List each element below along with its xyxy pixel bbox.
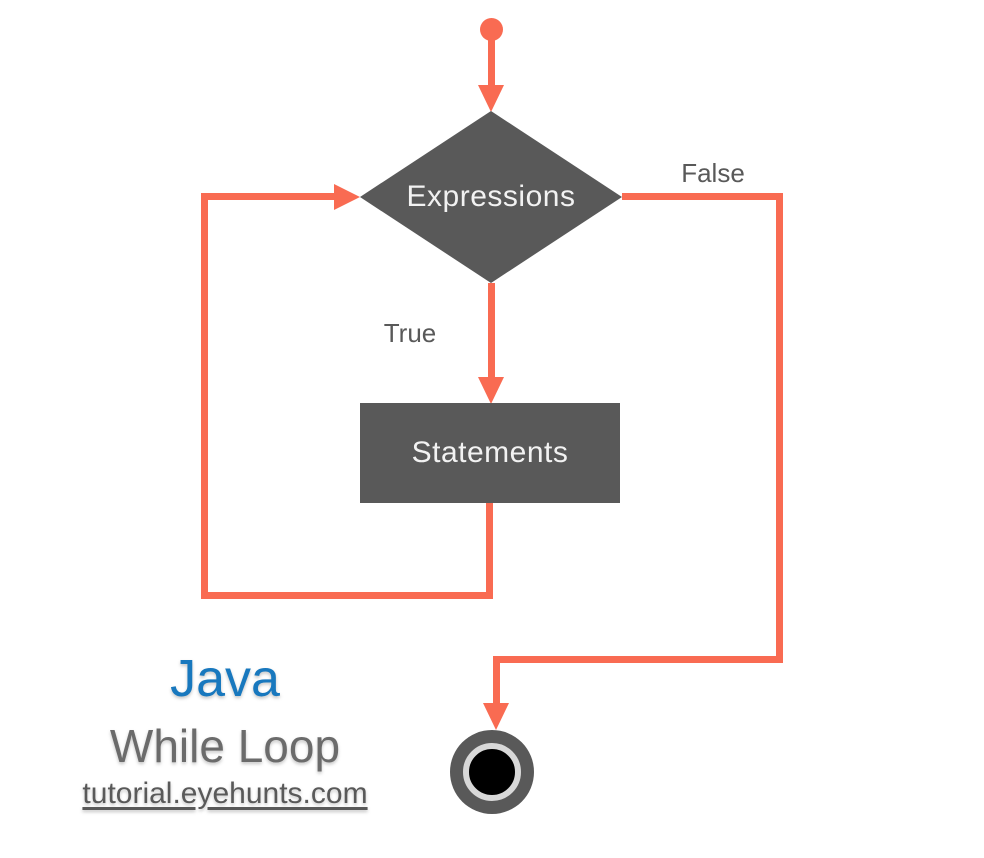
start-arrow-line xyxy=(488,38,495,85)
process-node: Statements xyxy=(360,403,620,503)
false-branch-label: False xyxy=(681,158,745,188)
process-label: Statements xyxy=(411,436,569,469)
caption-title: Java xyxy=(170,650,280,708)
loop-path-segment-left xyxy=(201,592,493,599)
true-branch-label: True xyxy=(383,318,437,348)
false-arrow-head-icon xyxy=(483,703,509,730)
loop-path-segment-down xyxy=(486,503,493,599)
loop-path-segment-right xyxy=(201,193,337,200)
end-node-core-icon xyxy=(463,743,521,801)
end-node-icon xyxy=(450,730,534,814)
decision-node: Expressions xyxy=(360,111,622,283)
start-arrow-head-icon xyxy=(478,85,504,112)
false-path-segment-down xyxy=(776,193,783,663)
start-node-icon xyxy=(480,18,503,41)
tutorial-link[interactable]: tutorial.eyehunts.com xyxy=(82,776,368,810)
decision-label: Expressions xyxy=(406,180,576,213)
true-arrow-head-icon xyxy=(478,377,504,404)
caption-block: Java While Loop tutorial.eyehunts.com xyxy=(75,652,375,811)
false-path-segment-left xyxy=(493,656,783,663)
loop-arrow-head-icon xyxy=(334,184,360,210)
true-path-line xyxy=(488,283,495,377)
false-path-segment-final-down xyxy=(493,656,500,706)
caption-subtitle: While Loop xyxy=(109,719,341,772)
loop-path-segment-up xyxy=(201,193,208,599)
false-path-segment-right xyxy=(622,193,780,200)
